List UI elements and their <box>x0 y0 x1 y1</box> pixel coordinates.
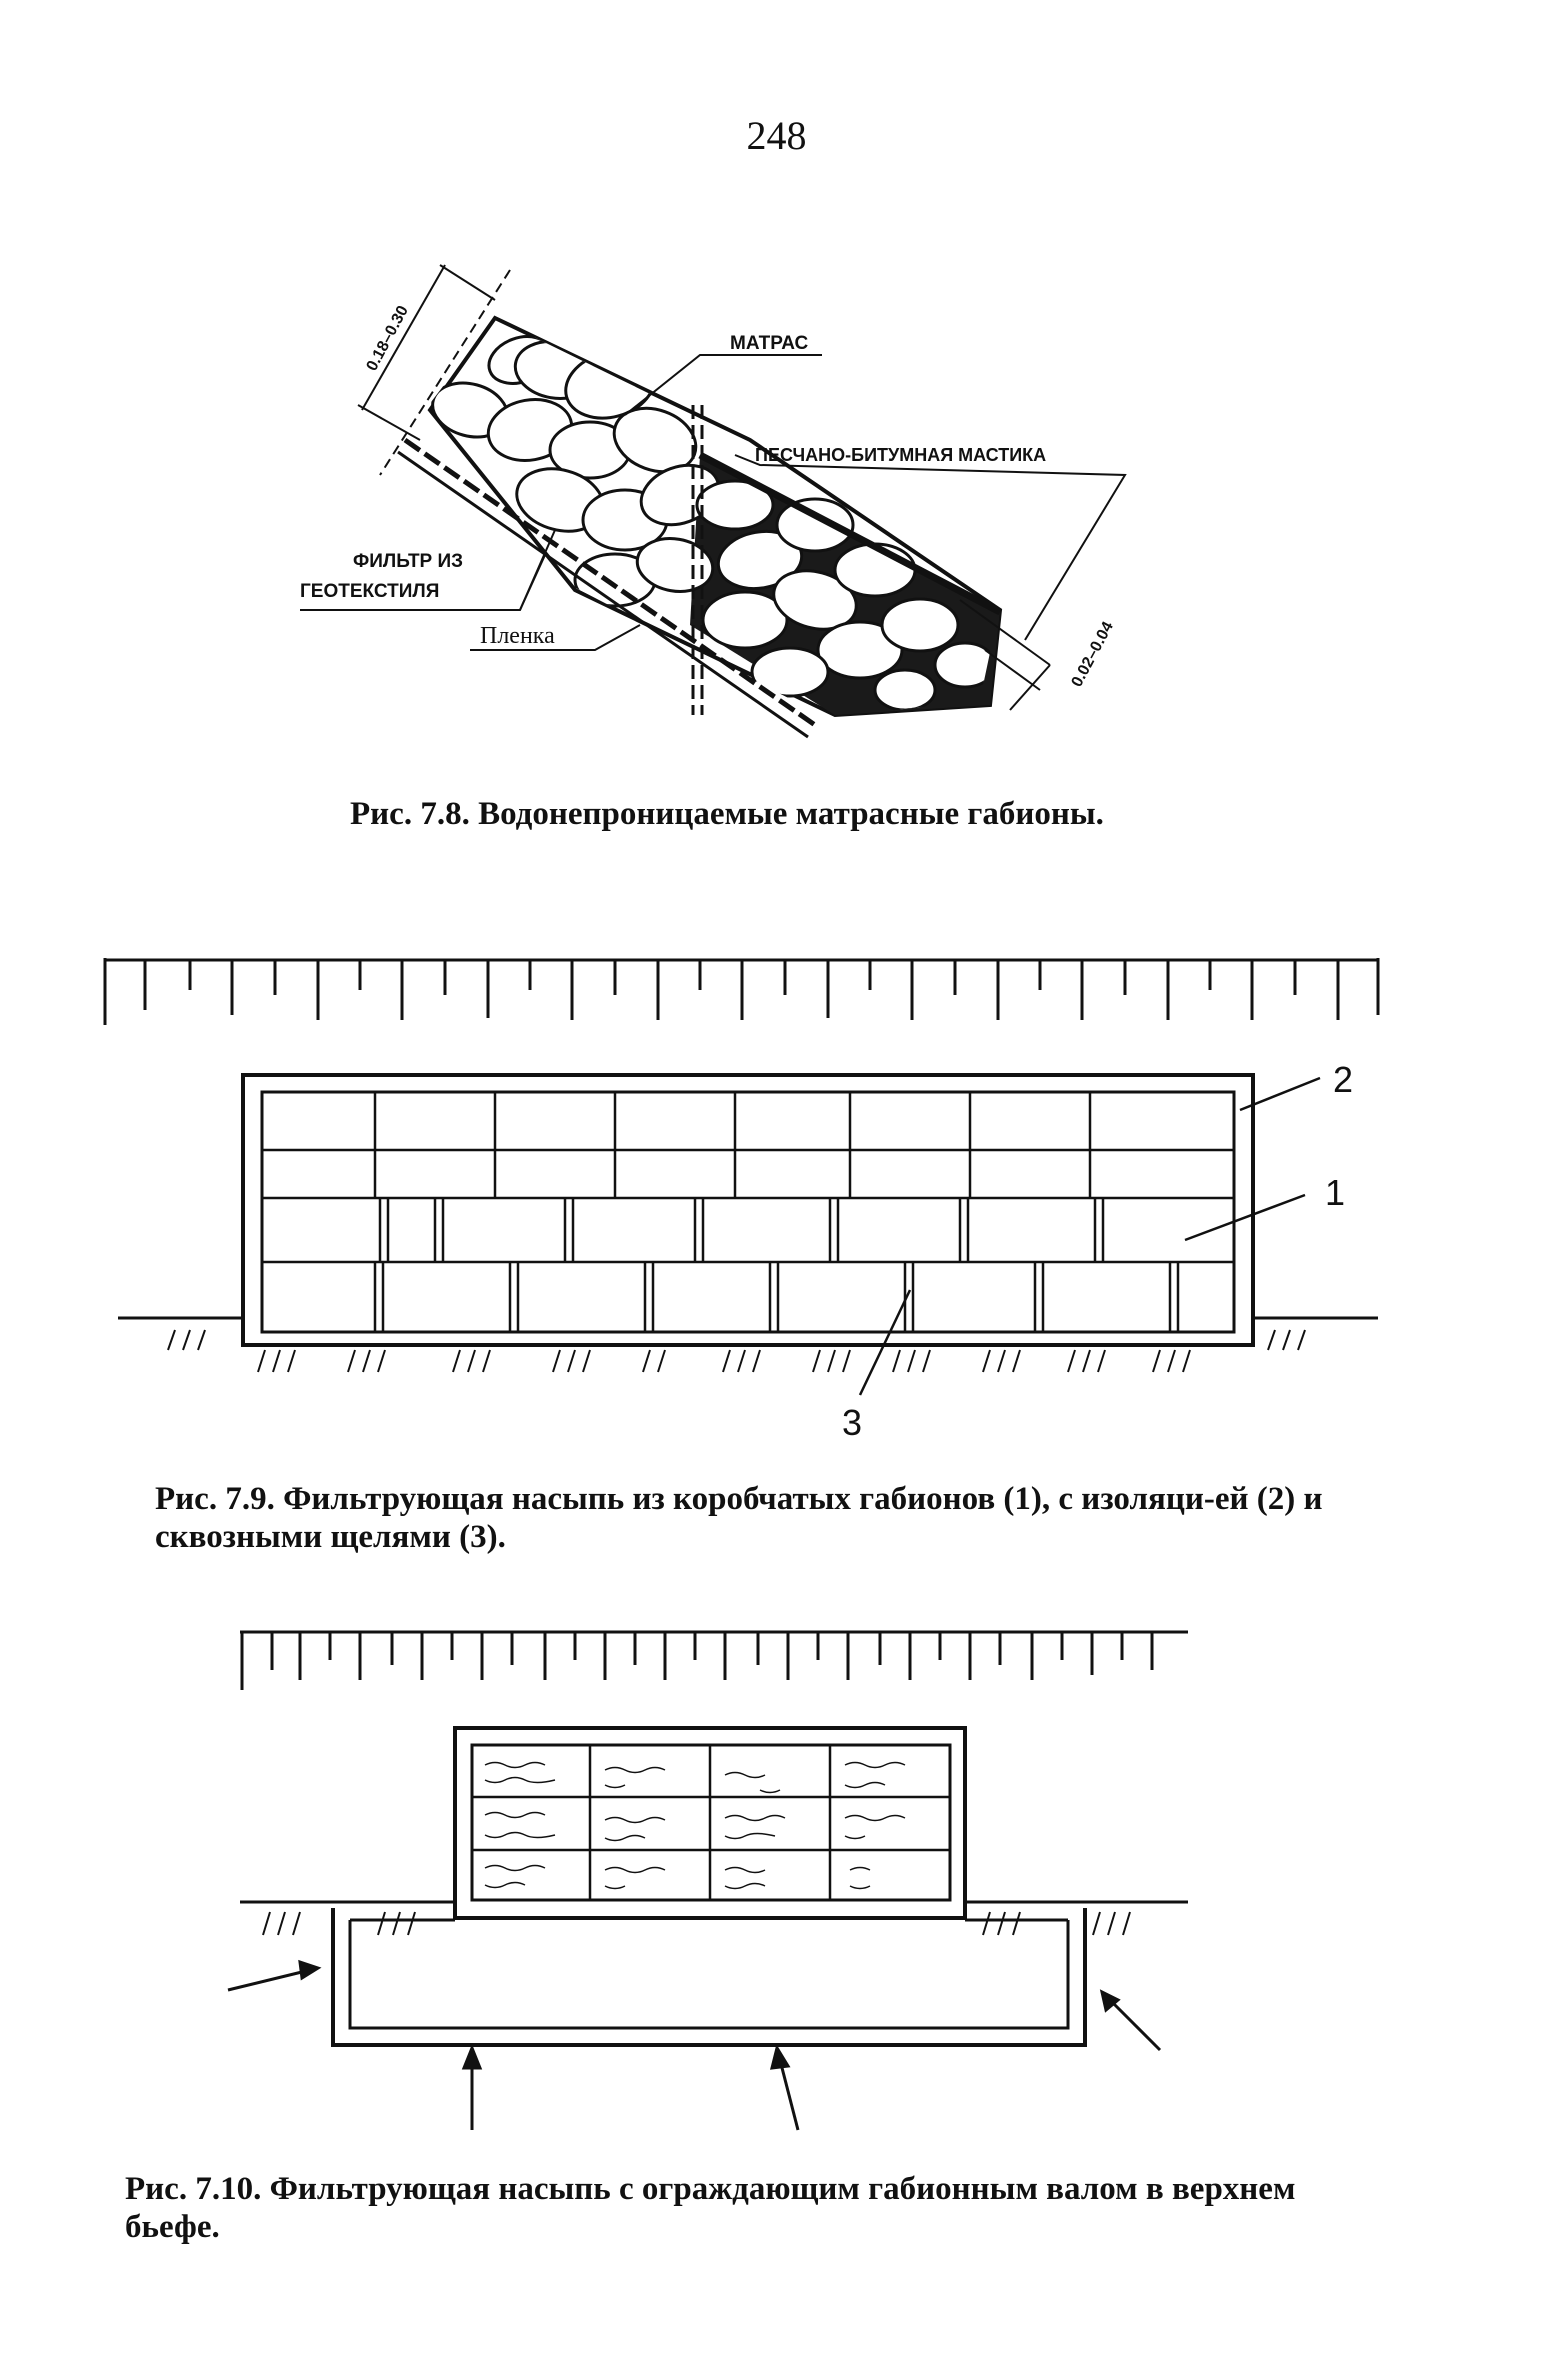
insulation-outer <box>241 1073 1255 1347</box>
callout-2: 2 <box>1333 1059 1353 1100</box>
caption-fig-7-8: Рис. 7.8. Водонепроницаемые матрасные га… <box>350 796 1104 832</box>
ground-hatching <box>167 1329 1306 1373</box>
label-matras: МАТРАС <box>730 333 808 354</box>
trench-inner <box>348 1920 1070 2030</box>
ruler-top <box>103 958 1380 1025</box>
ground-hatching-2 <box>262 1911 1131 1936</box>
gabion-rows <box>262 1092 1234 1332</box>
trench-outer <box>331 1908 1087 2047</box>
label-filter-line2: ГЕОТЕКСТИЛЯ <box>300 581 439 602</box>
gabion-block <box>260 1090 1236 1334</box>
gabion-fill-texture <box>484 1761 906 1890</box>
callout-1: 1 <box>1325 1172 1345 1213</box>
gabion-dam-grid <box>472 1745 950 1900</box>
mattress-band <box>397 315 1003 739</box>
callout-3: 3 <box>842 1402 862 1443</box>
page-number: 248 <box>746 113 807 158</box>
label-filter-line1: ФИЛЬТР ИЗ <box>353 551 463 572</box>
mattress-stones <box>431 335 997 712</box>
gabion-dam-outer <box>453 1726 967 1920</box>
flow-arrows <box>227 1959 1162 2131</box>
caption-fig-7-9: Рис. 7.9. Фильтрующая насыпь из коробчат… <box>155 1481 1323 1555</box>
ruler-bottom-figure <box>240 1630 1188 1690</box>
caption-fig-7-10: Рис. 7.10. Фильтрующая насыпь с ограждаю… <box>125 2171 1296 2245</box>
label-mastika: ПЕСЧАНО-БИТУМНАЯ МАСТИКА <box>755 445 1046 465</box>
label-plenka: Пленка <box>480 623 555 649</box>
